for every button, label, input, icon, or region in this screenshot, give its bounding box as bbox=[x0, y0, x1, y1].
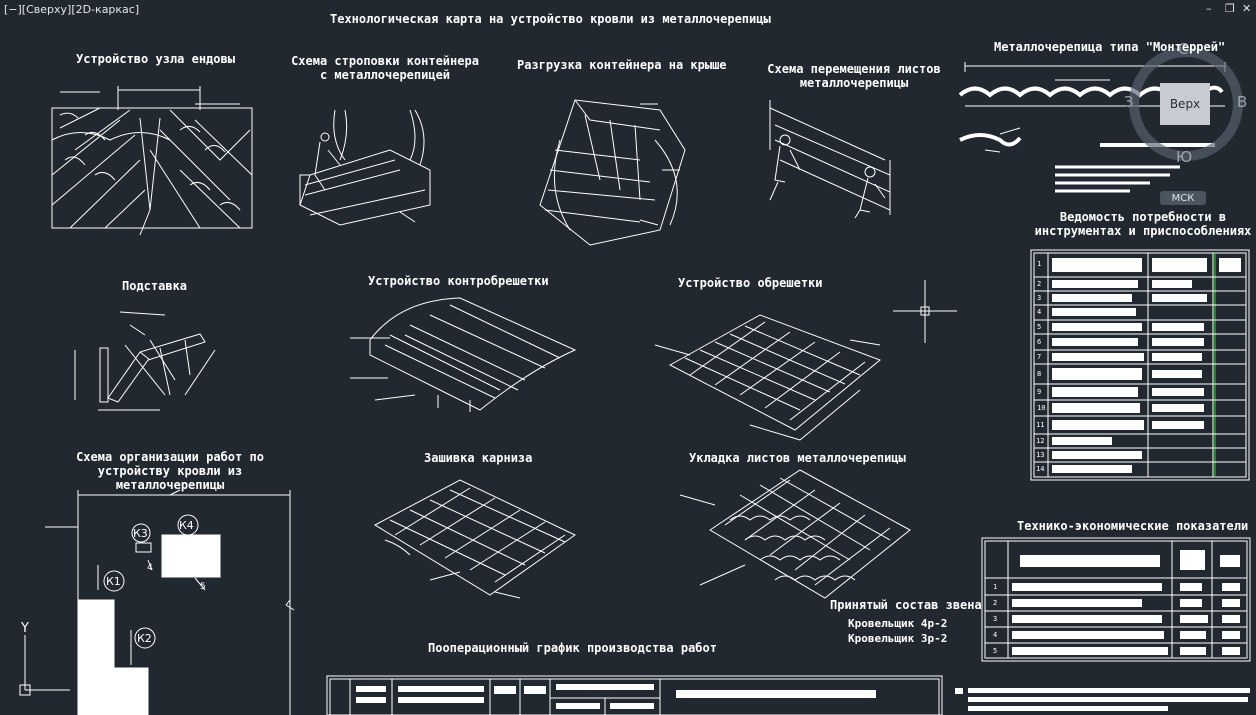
tools-row-num: 10 bbox=[1037, 404, 1046, 412]
section-title-batten: Устройство обрешетки bbox=[678, 276, 823, 290]
section-title-laying: Укладка листов металлочерепицы bbox=[689, 451, 906, 465]
work-area-k1: К1 bbox=[106, 575, 121, 588]
crosshair-cursor bbox=[893, 280, 957, 343]
ucs-menu-button[interactable]: МСК bbox=[1160, 191, 1206, 205]
marker-5: 5 bbox=[200, 582, 206, 592]
minimize-button[interactable]: – bbox=[1206, 2, 1212, 15]
unloading-drawing bbox=[539, 99, 686, 246]
laying-drawing bbox=[679, 469, 911, 599]
tech-row-num: 5 bbox=[993, 647, 998, 655]
section-title-moving: Схема перемещения листов металлочерепицы bbox=[767, 62, 941, 90]
tech-row-num: 1 bbox=[993, 583, 998, 591]
work-area-k3: К3 bbox=[133, 527, 148, 540]
section-title-tech-econ: Технико-экономические показатели bbox=[1017, 519, 1249, 533]
tools-row-num: 8 bbox=[1037, 370, 1042, 378]
tools-row-num: 13 bbox=[1036, 451, 1045, 459]
viewport-controls-label[interactable]: [−][Сверху][2D-каркас] bbox=[4, 3, 140, 16]
stroping-drawing bbox=[299, 109, 431, 226]
work-area-k2: К2 bbox=[137, 632, 152, 645]
schedule-table-grid bbox=[326, 675, 943, 715]
section-title-stroping: Схема строповки контейнера с металлочере… bbox=[291, 54, 479, 82]
navcube-south[interactable]: Ю bbox=[1176, 148, 1193, 166]
section-title-crew: Принятый состав звена bbox=[830, 598, 982, 612]
tools-row-num: 6 bbox=[1037, 338, 1042, 346]
tools-table-grid bbox=[1030, 249, 1250, 481]
tools-row-num: 7 bbox=[1037, 353, 1042, 361]
tech-row-num: 3 bbox=[993, 615, 998, 623]
tools-row-num: 2 bbox=[1037, 280, 1042, 288]
close-button[interactable]: ✕ bbox=[1242, 2, 1252, 15]
ucs-y-label: Y bbox=[21, 621, 29, 636]
navcube-north[interactable]: С bbox=[1178, 40, 1189, 58]
restore-button[interactable]: ❐ bbox=[1225, 2, 1235, 15]
section-title-eaves: Зашивка карниза bbox=[424, 451, 533, 465]
main-title: Технологическая карта на устройство кров… bbox=[330, 12, 771, 26]
section-title-unloading: Разгрузка контейнера на крыше bbox=[517, 58, 727, 72]
section-title-counterbatten: Устройство контробрешетки bbox=[368, 274, 549, 288]
section-title-schedule: Пооперационный график производства работ bbox=[428, 641, 717, 655]
section-title-stand: Подставка bbox=[122, 279, 188, 293]
ucs-axis-icon bbox=[19, 635, 70, 696]
section-title-monterrey: Металлочерепица типа "Монтеррей" bbox=[994, 40, 1226, 54]
crew-line-1: Кровельщик 4р-2 bbox=[848, 617, 948, 630]
navcube-west[interactable]: З bbox=[1124, 93, 1134, 111]
tools-row-num: 9 bbox=[1037, 388, 1042, 396]
batten-drawing bbox=[654, 314, 881, 441]
tools-table-fill bbox=[1052, 258, 1241, 473]
stand-drawing bbox=[74, 311, 216, 411]
tools-row-num: 3 bbox=[1037, 294, 1042, 302]
eaves-drawing bbox=[373, 479, 576, 599]
section-title-endova: Устройство узла ендовы bbox=[76, 52, 235, 66]
organization-drawing bbox=[45, 489, 295, 715]
moving-drawing bbox=[769, 100, 891, 219]
monterrey-drawing bbox=[958, 62, 1226, 193]
tools-row-num: 12 bbox=[1036, 437, 1045, 445]
organization-markers bbox=[103, 514, 199, 649]
footnote-text bbox=[955, 688, 1250, 711]
counterbatten-drawing bbox=[350, 297, 577, 412]
tech-econ-table-fill bbox=[1012, 550, 1240, 655]
section-title-organization: Схема организации работ по устройству кр… bbox=[76, 450, 264, 492]
schedule-table-fill bbox=[356, 684, 876, 709]
navcube-east[interactable]: В bbox=[1237, 93, 1248, 111]
navcube-ring bbox=[1129, 47, 1243, 161]
endova-drawing bbox=[51, 86, 253, 236]
crew-line-2: Кровельщик 3р-2 bbox=[848, 632, 948, 645]
tools-row-num: 11 bbox=[1036, 421, 1045, 429]
section-title-tools: Ведомость потребности в инструментах и п… bbox=[1034, 210, 1252, 238]
tech-row-num: 2 bbox=[993, 599, 998, 607]
tech-econ-table-grid bbox=[981, 537, 1251, 662]
tools-row-num: 14 bbox=[1036, 465, 1045, 473]
marker-4: 4 bbox=[147, 563, 153, 573]
tech-row-num: 4 bbox=[993, 631, 998, 639]
tools-row-num: 4 bbox=[1037, 308, 1042, 316]
tools-row-num: 1 bbox=[1037, 260, 1042, 268]
tools-row-num: 5 bbox=[1037, 323, 1042, 331]
work-area-k4: К4 bbox=[179, 519, 194, 532]
navcube-top-face[interactable]: Верх bbox=[1160, 83, 1210, 125]
